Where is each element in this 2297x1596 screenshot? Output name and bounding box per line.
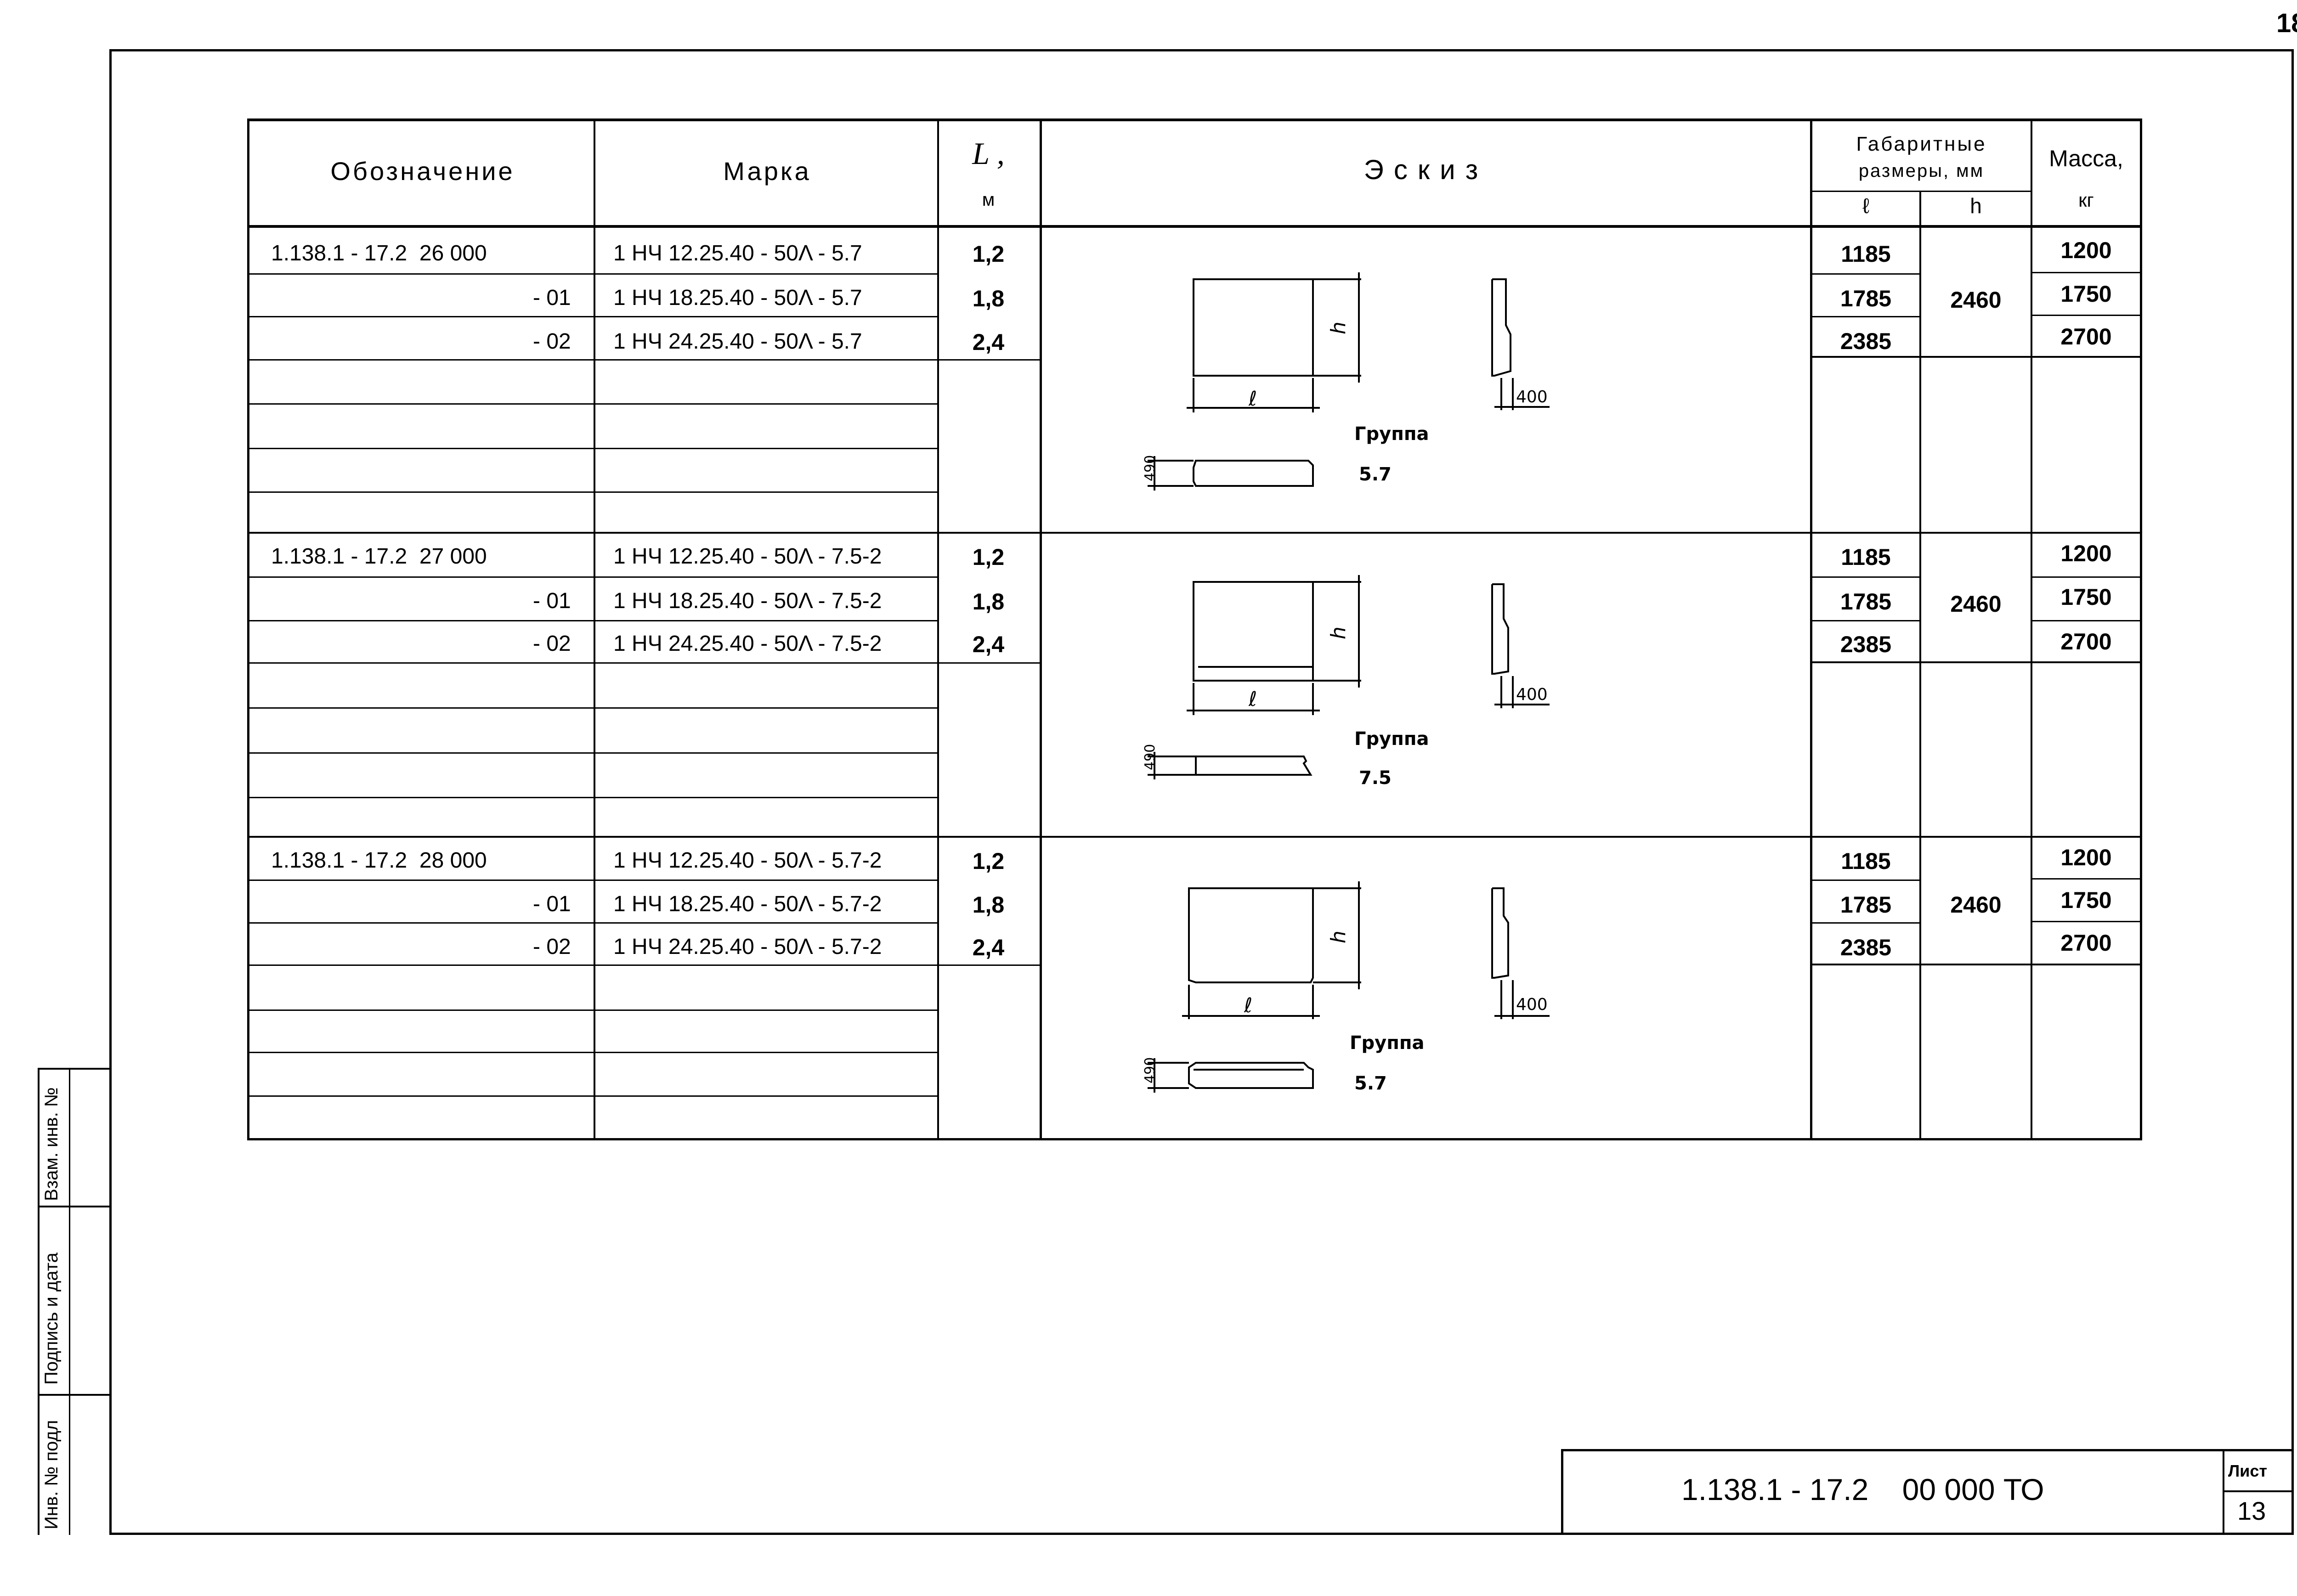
header-dims-line2: размеры, мм: [1858, 161, 1985, 181]
mark: 1 НЧ 18.25.40 - 50Λ - 7.5-2: [613, 589, 882, 613]
header-dims: Габаритные: [1856, 133, 1987, 155]
dim-l: 1185: [1841, 544, 1891, 570]
designation: 1.138.1 - 17.2 26 000: [271, 241, 487, 265]
mark: 1 НЧ 12.25.40 - 50Λ - 5.7: [613, 241, 862, 265]
header-sketch: Эскиз: [1363, 154, 1488, 185]
header-dim-h: h: [1970, 194, 1982, 218]
frame-left: [109, 49, 112, 1535]
mass: 1750: [2060, 281, 2112, 307]
mass: 1750: [2060, 584, 2112, 610]
header-length-unit: м: [982, 190, 995, 210]
designation: - 02: [533, 935, 571, 959]
designation: 1.138.1 - 17.2 28 000: [271, 848, 487, 873]
sketch-dim-400: 400: [1516, 388, 1548, 406]
length: 2,4: [972, 632, 1005, 657]
designation: - 02: [533, 329, 571, 354]
dim-l: 1185: [1841, 848, 1891, 874]
stamp-podpis-data: Подпись и дата: [41, 1252, 62, 1385]
frame-bottom: [109, 1533, 2294, 1535]
sketch-dim-l: ℓ: [1248, 688, 1257, 711]
sketch-dim-400: 400: [1516, 995, 1548, 1014]
header-designation: Обозначение: [330, 157, 515, 186]
mass: 1750: [2060, 887, 2112, 913]
sketch-2: ℓ h 400 490 Группа 7.5: [1142, 575, 1550, 789]
dim-h: 2460: [1950, 892, 2002, 918]
page-number: 18: [2276, 8, 2297, 38]
dim-l: 2385: [1840, 328, 1892, 354]
sketch-dim-h: h: [1327, 931, 1350, 943]
dim-h: 2460: [1950, 287, 2002, 313]
sketch-dim-400: 400: [1516, 685, 1548, 704]
mass: 1200: [2060, 541, 2112, 566]
sketch-group-value: 5.7: [1359, 464, 1392, 485]
designation: - 02: [533, 632, 571, 656]
dim-l: 1785: [1840, 892, 1892, 918]
sketch-dim-l: ℓ: [1248, 387, 1257, 411]
mass: 1200: [2060, 845, 2112, 870]
sketch-dim-490: 490: [1142, 455, 1158, 481]
header-mass-unit: кг: [2078, 189, 2094, 211]
length: 1,2: [972, 241, 1005, 267]
mark: 1 НЧ 24.25.40 - 50Λ - 5.7-2: [613, 935, 882, 959]
length: 1,8: [972, 589, 1005, 615]
dim-l: 1785: [1840, 286, 1892, 311]
mark: 1 НЧ 12.25.40 - 50Λ - 5.7-2: [613, 848, 882, 873]
dim-l: 2385: [1840, 632, 1892, 657]
sketch-dim-490: 490: [1142, 1057, 1158, 1083]
sketch-dim-h: h: [1327, 626, 1350, 639]
sketch-3: ℓ h 400 490 Группа 5.7: [1142, 881, 1550, 1094]
mass: 2700: [2060, 930, 2112, 956]
mark: 1 НЧ 18.25.40 - 50Λ - 5.7-2: [613, 892, 882, 916]
length: 1,2: [972, 544, 1005, 570]
sketch-group-label: Группа: [1350, 1032, 1424, 1054]
designation: - 01: [533, 589, 571, 613]
mass: 1200: [2060, 237, 2112, 263]
dim-h: 2460: [1950, 591, 2002, 617]
length: 1,2: [972, 848, 1005, 874]
stamp-vzam-inv: Взам. инв. №: [41, 1087, 62, 1201]
sketch-group-value: 7.5: [1359, 767, 1392, 789]
sketch-1: ℓ h 400 490 Группа 5.7: [1142, 272, 1550, 491]
sketch-dim-l: ℓ: [1244, 994, 1252, 1017]
sketch-dim-h: h: [1327, 321, 1350, 334]
length: 1,8: [972, 892, 1005, 918]
sketch-group-value: 5.7: [1354, 1073, 1387, 1094]
length: 2,4: [972, 329, 1005, 355]
length: 1,8: [972, 286, 1005, 311]
mark: 1 НЧ 18.25.40 - 50Λ - 5.7: [613, 286, 862, 310]
frame-top: [109, 49, 2294, 51]
sheet-number: 13: [2237, 1496, 2266, 1525]
frame-right: [2291, 49, 2294, 1535]
header-length: L ,: [972, 136, 1005, 171]
length: 2,4: [972, 935, 1005, 960]
mark: 1 НЧ 12.25.40 - 50Λ - 7.5-2: [613, 544, 882, 569]
sketch-group-label: Группа: [1354, 728, 1429, 750]
header-dim-l: ℓ: [1862, 194, 1869, 218]
mass: 2700: [2060, 629, 2112, 654]
mass: 2700: [2060, 324, 2112, 350]
dim-l: 1185: [1841, 241, 1891, 267]
dim-l: 2385: [1840, 935, 1892, 960]
designation: - 01: [533, 892, 571, 916]
mark: 1 НЧ 24.25.40 - 50Λ - 7.5-2: [613, 632, 882, 656]
designation: 1.138.1 - 17.2 27 000: [271, 544, 487, 569]
mark: 1 НЧ 24.25.40 - 50Λ - 5.7: [613, 329, 862, 354]
stamp-inv-podl: Инв. № подл: [41, 1420, 62, 1529]
sketch-dim-490: 490: [1142, 744, 1158, 770]
dim-l: 1785: [1840, 589, 1892, 615]
sheet-label: Лист: [2228, 1461, 2268, 1480]
sketch-group-label: Группа: [1354, 423, 1429, 445]
header-mass: Масса,: [2049, 146, 2123, 171]
designation: - 01: [533, 286, 571, 310]
document-code: 1.138.1 - 17.2 00 000 ТО: [1681, 1472, 2044, 1506]
header-mark: Марка: [723, 157, 811, 186]
